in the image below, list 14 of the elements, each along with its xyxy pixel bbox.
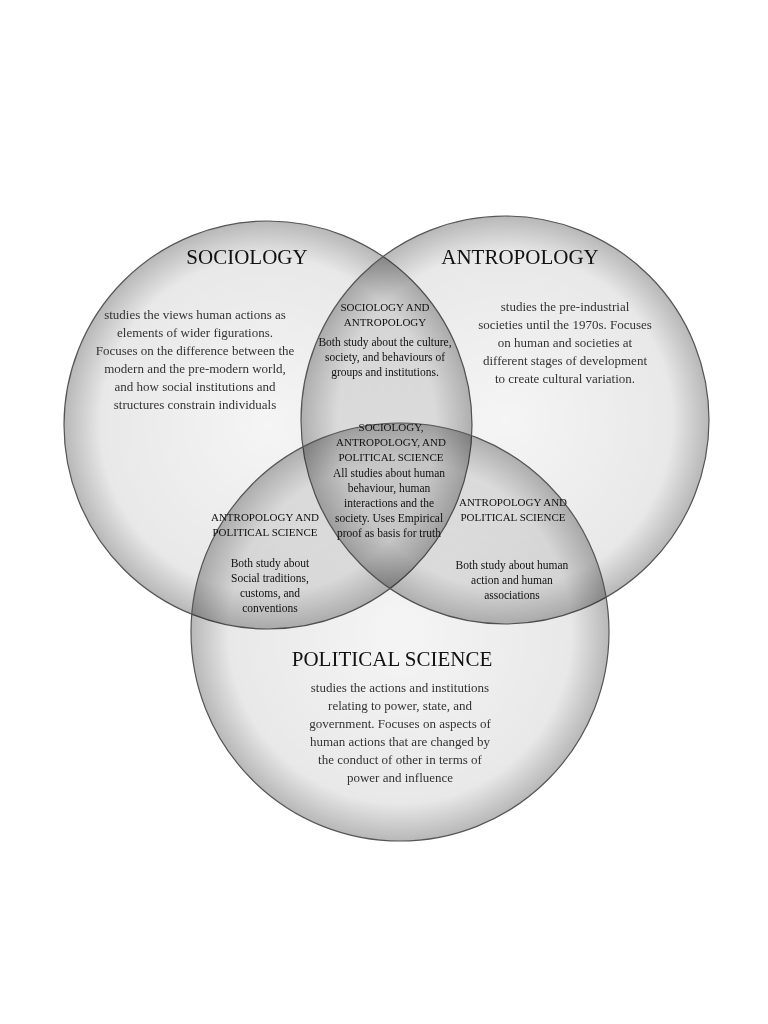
- circle-description: studies the pre-industrial societies until the 1970s. Focuses on human and societies at different stages of development to create cultural variation.: [477, 298, 653, 388]
- circle-heading: ANTROPOLOGY: [441, 245, 599, 270]
- overlap-description: All studies about human behaviour, human interactions and the society. Uses Empirical proof as basis for truth: [331, 466, 447, 541]
- circle-heading: SOCIOLOGY: [186, 245, 308, 270]
- overlap-heading: SOCIOLOGY AND ANTROPOLOGY: [339, 300, 431, 330]
- overlap-description: Both study about human action and human associations: [454, 558, 570, 603]
- circle-description: studies the views human actions as elements of wider figurations. Focuses on the difference between the modern and the pre-modern world, and how social institutions and structures constrain individuals: [95, 306, 295, 414]
- circle-heading: POLITICAL SCIENCE: [291, 647, 493, 672]
- overlap-description: Both study about the culture, society, and behaviours of groups and institutions.: [317, 335, 453, 380]
- overlap-heading: ANTROPOLOGY AND POLITICAL SCIENCE: [210, 510, 320, 540]
- overlap-description: Both study about Social traditions, customs, and conventions: [229, 556, 311, 616]
- circle-description: studies the actions and institutions relating to power, state, and government. Focuses on aspects of human actions that are changed by the conduct of other in terms of power and influence: [308, 679, 492, 787]
- overlap-heading: SOCIOLOGY, ANTROPOLOGY, AND POLITICAL SCIENCE: [335, 420, 447, 465]
- overlap-heading: ANTROPOLOGY AND POLITICAL SCIENCE: [457, 495, 569, 525]
